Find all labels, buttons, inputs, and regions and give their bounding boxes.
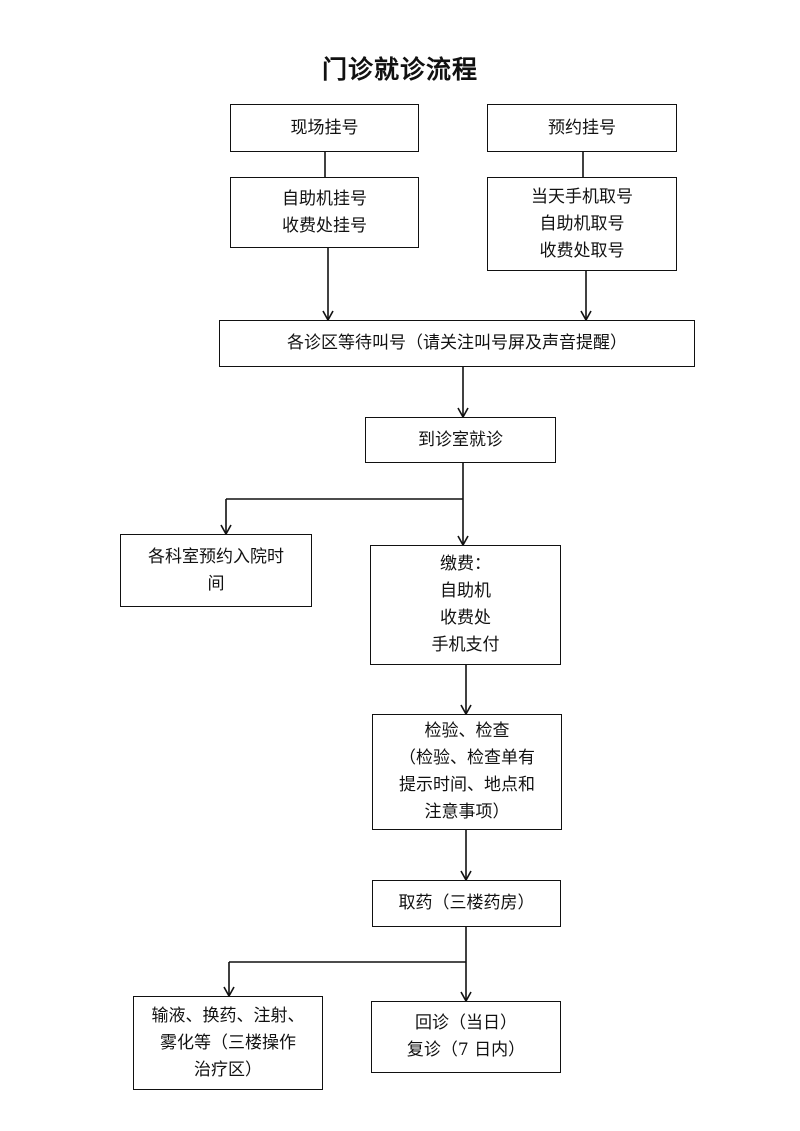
follow-up-line: 复诊（7 日内） [406, 1040, 526, 1060]
payment-line: 手机支付 [431, 635, 500, 655]
onsite-methods-box: 自助机挂号 收费处挂号 [230, 177, 419, 248]
payment-line: 收费处 [440, 608, 491, 628]
onsite-method-line: 自助机挂号 [282, 188, 367, 209]
wait-for-call-label: 各诊区等待叫号（请关注叫号屏及声音提醒） [287, 333, 627, 353]
examination-line: 检验、检查 [424, 721, 510, 741]
examination-line: 提示时间、地点和 [399, 775, 535, 795]
wait-for-call-box: 各诊区等待叫号（请关注叫号屏及声音提醒） [219, 320, 695, 367]
onsite-registration-box: 现场挂号 [230, 104, 419, 152]
pharmacy-box: 取药（三楼药房） [372, 880, 561, 927]
appointment-method-line: 当天手机取号 [531, 186, 633, 207]
treatment-line: 输液、换药、注射、 [151, 1005, 305, 1026]
payment-line: 缴费： [440, 554, 491, 574]
admission-appointment-box: 各科室预约入院时 间 [120, 534, 312, 607]
appointment-method-line: 自助机取号 [539, 213, 625, 234]
consultation-box: 到诊室就诊 [365, 417, 556, 463]
admission-appointment-line: 间 [207, 573, 225, 594]
examination-box: 检验、检查 （检验、检查单有 提示时间、地点和 注意事项） [372, 714, 562, 830]
pharmacy-label: 取药（三楼药房） [398, 893, 535, 913]
online-appointment-box: 预约挂号 [487, 104, 677, 152]
follow-up-box: 回诊（当日） 复诊（7 日内） [371, 1001, 561, 1073]
page-title: 门诊就诊流程 [321, 55, 478, 84]
treatment-box: 输液、换药、注射、 雾化等（三楼操作 治疗区） [133, 996, 323, 1090]
online-appointment-label: 预约挂号 [548, 117, 616, 138]
consultation-label: 到诊室就诊 [418, 429, 503, 450]
treatment-line: 治疗区） [194, 1059, 262, 1080]
onsite-registration-label: 现场挂号 [290, 117, 359, 138]
admission-appointment-line: 各科室预约入院时 [148, 546, 284, 567]
treatment-line: 雾化等（三楼操作 [160, 1032, 296, 1053]
appointment-method-line: 收费处取号 [539, 240, 625, 261]
payment-box: 缴费： 自助机 收费处 手机支付 [370, 545, 561, 665]
examination-line: （检验、检查单有 [399, 748, 535, 768]
examination-line: 注意事项） [424, 802, 510, 822]
appointment-methods-box: 当天手机取号 自助机取号 收费处取号 [487, 177, 677, 271]
onsite-method-line: 收费处挂号 [282, 215, 367, 236]
payment-line: 自助机 [440, 581, 491, 601]
follow-up-line: 回诊（当日） [415, 1013, 517, 1033]
